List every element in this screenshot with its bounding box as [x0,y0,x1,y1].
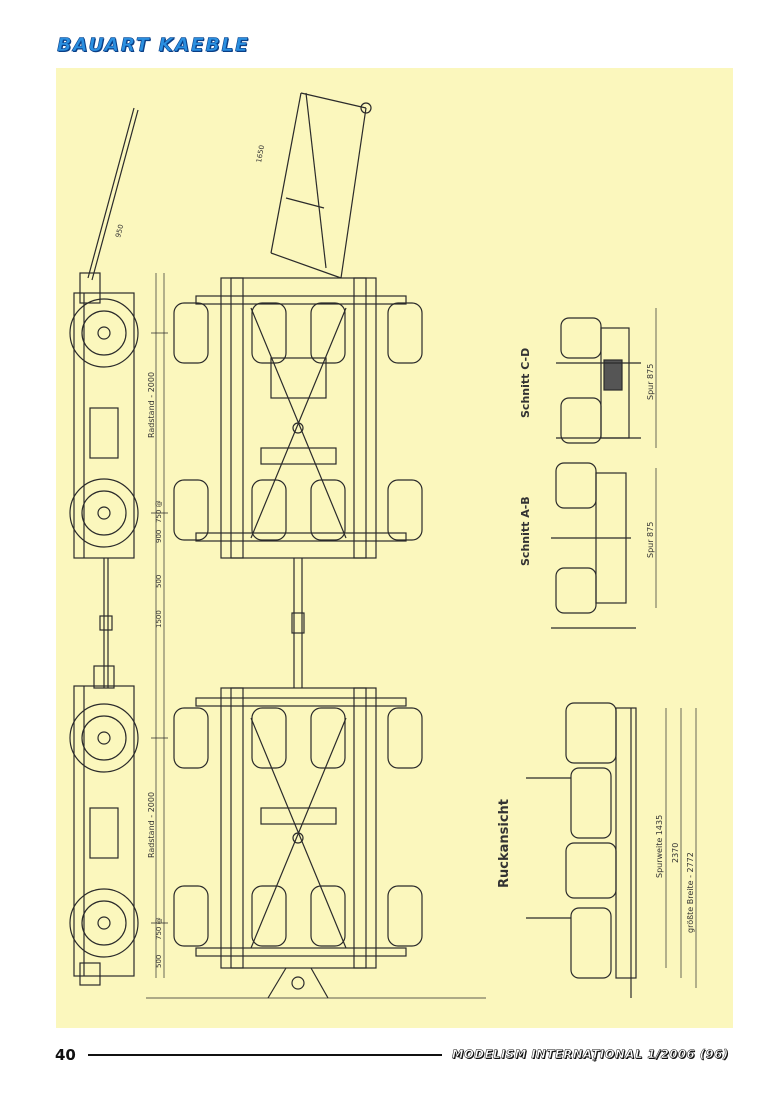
label-dim-1500: 1500 [155,610,163,628]
label-dim-750-b: 750 @ [155,917,163,940]
connecting-rod [291,558,305,688]
dimension-lines-left [151,273,168,978]
page-number: 40 [55,1046,76,1064]
dimension-lines-right [146,308,697,999]
label-schnitt-cd: Schnitt C-D [519,348,532,418]
label-dim-750-a: 750 @ [155,500,163,523]
technical-drawing: Schnitt C-D Schnitt A-B Ruckansicht Spur… [56,68,733,1028]
page-title: BAUART KAEBLE [57,34,250,57]
label-radstand-top: Radstand - 2000 [147,372,156,438]
label-dim-500-a: 500 [155,575,163,588]
plan-view-rear-bogie [173,687,423,999]
label-spur-2: Spur 875 [646,522,655,558]
label-dim-500-b: 500 [155,955,163,968]
label-schnitt-ab: Schnitt A-B [519,496,532,566]
label-rueckansicht: Ruckansicht [497,799,512,888]
label-spur-1: Spur 875 [646,364,655,400]
footer-divider [88,1054,442,1056]
section-ab-view [551,462,636,629]
side-elevation-rear-trailer [69,665,139,986]
label-dim-2370: 2370 [671,843,680,863]
publication-name: MODELISM INTERNAŢIONAL 1/2006 (96) [452,1047,729,1062]
label-spurweite: Spurweite 1435 [655,815,664,878]
rear-view [526,702,637,998]
label-radstand-bottom: Radstand - 2000 [147,792,156,858]
label-dim-1650: 1650 [255,144,266,163]
trailer-blueprint: Schnitt C-D Schnitt A-B Ruckansicht Spur… [69,92,697,999]
side-elevation-front-trailer [69,107,139,688]
label-dim-900: 900 [155,530,163,543]
section-cd-view [556,317,641,444]
label-groesste-breite: größte Breite - 2772 [686,852,695,933]
label-dim-950: 950 [114,224,125,239]
plan-view-front-bogie [173,92,423,559]
